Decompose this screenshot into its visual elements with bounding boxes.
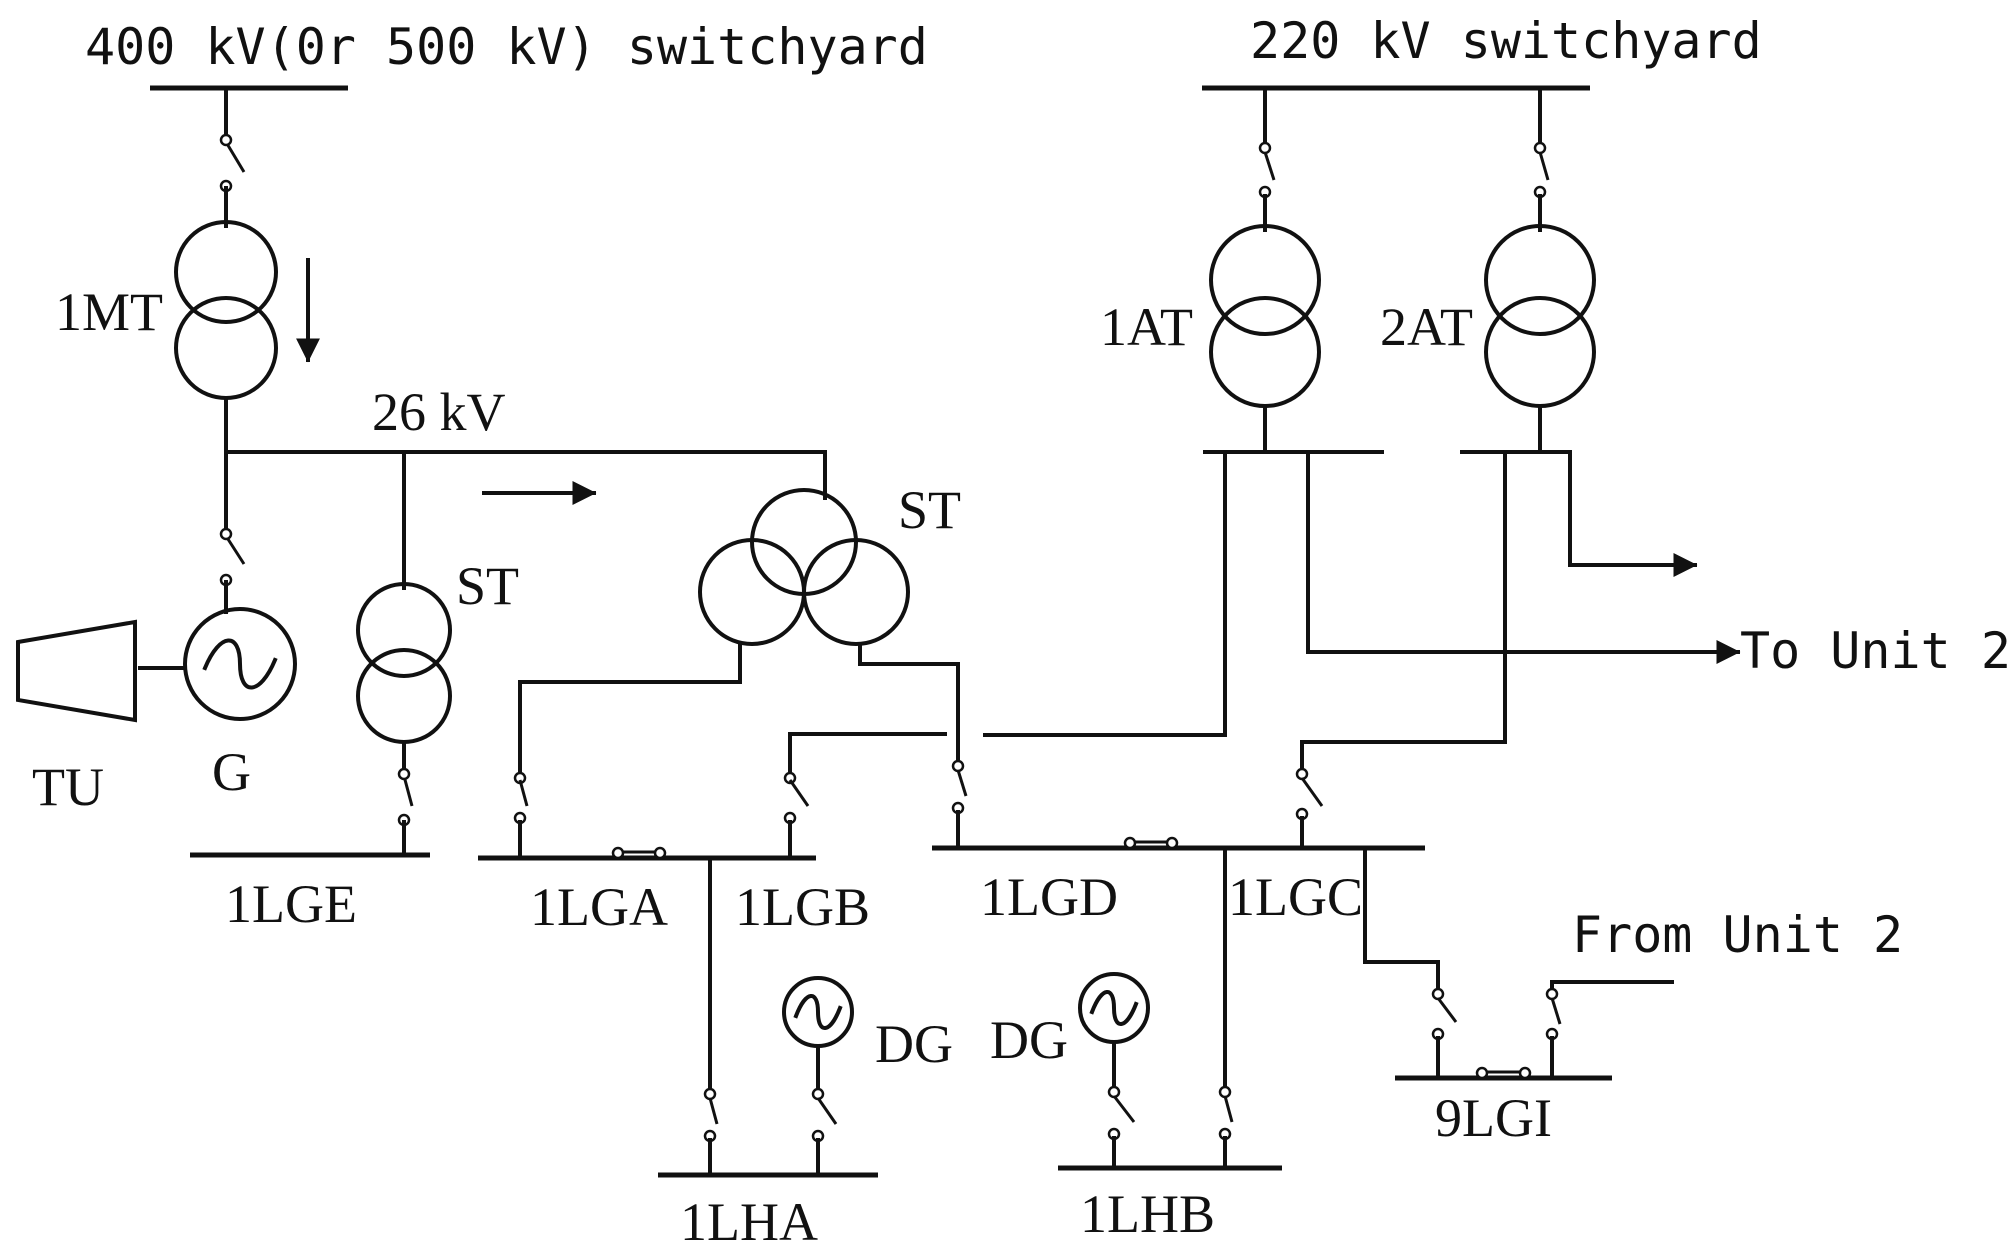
at1-to-crossover-line <box>983 450 1227 737</box>
lha-breaker-right <box>811 1044 838 1177</box>
lgc-breaker <box>1295 767 1324 850</box>
bus-1lga-label: 1LGA <box>530 877 668 937</box>
at2-output-arrow <box>1568 450 1698 577</box>
lgb-feeder-line <box>788 732 947 774</box>
turbine-symbol <box>16 619 137 723</box>
station-transformer-left-label: ST <box>456 556 519 616</box>
lgi-tie <box>1475 1066 1532 1080</box>
at1-breaker <box>1258 86 1276 232</box>
turbine-label: TU <box>32 757 104 817</box>
mt-branch-breaker <box>219 86 246 228</box>
bus-9lgi-label: 9LGI <box>1435 1088 1552 1148</box>
bus-1lgd-label: 1LGD <box>980 867 1118 927</box>
lga-breaker <box>513 771 529 860</box>
st-to-lga-line <box>518 642 742 774</box>
diesel-generator-2-symbol <box>1078 972 1150 1044</box>
aux-transformer-1-symbol <box>1209 224 1321 408</box>
at2-to-lgc-line <box>1300 450 1507 772</box>
main-transformer-label: 1MT <box>55 282 163 342</box>
diesel-generator-2-label: DG <box>990 1010 1068 1070</box>
aux-transformer-2-symbol <box>1484 224 1596 408</box>
lha-breaker-left <box>703 1087 719 1177</box>
bus-1lgc-label: 1LGC <box>1228 867 1363 927</box>
generator-symbol <box>183 607 297 721</box>
lgc-to-lgi-line <box>1363 846 1440 992</box>
lga-lgb-tie <box>611 846 667 860</box>
diesel-generator-1-label: DG <box>875 1014 953 1074</box>
to-unit-2-label: To Unit 2 <box>1740 622 2011 680</box>
aux-transformer-1-label: 1AT <box>1100 297 1193 357</box>
lgi-breaker-right <box>1545 987 1562 1080</box>
lhb-breaker-left <box>1107 1040 1136 1170</box>
generator-breaker <box>219 450 246 614</box>
from-unit-2-label: From Unit 2 <box>1572 906 1903 964</box>
station-transformer-left-symbol <box>356 582 452 744</box>
at2-breaker <box>1533 86 1550 232</box>
aux-transformer-2-label: 2AT <box>1380 297 1473 357</box>
station-transformer-three-label: ST <box>898 480 961 540</box>
diesel-generator-1-symbol <box>782 976 854 1048</box>
mv-switchyard-label: 220 kV switchyard <box>1250 12 1762 70</box>
station-transformer-three-symbol <box>698 488 910 646</box>
bus-voltage-label: 26 kV <box>372 382 506 442</box>
bus-1lgb-label: 1LGB <box>735 877 870 937</box>
st-to-lgd-line <box>858 642 960 762</box>
hv-switchyard-label: 400 kV(0r 500 kV) switchyard <box>85 18 928 76</box>
from-unit-2-line <box>1550 980 1674 992</box>
lgb-breaker <box>783 771 810 860</box>
at1-to-unit2-line <box>1306 450 1730 654</box>
main-transformer-symbol <box>174 220 278 400</box>
bus-1lge-label: 1LGE <box>225 874 357 934</box>
bus-1lhb-label: 1LHB <box>1080 1184 1215 1244</box>
generator-label: G <box>212 742 251 802</box>
lgi-breaker-left <box>1431 987 1458 1080</box>
lhb-breaker-right <box>1218 1085 1234 1170</box>
lge-feeder-breaker <box>397 740 414 857</box>
lgd-breaker <box>951 759 968 850</box>
lgd-lgc-tie <box>1123 836 1179 850</box>
bus-1lha-label: 1LHA <box>680 1192 818 1252</box>
